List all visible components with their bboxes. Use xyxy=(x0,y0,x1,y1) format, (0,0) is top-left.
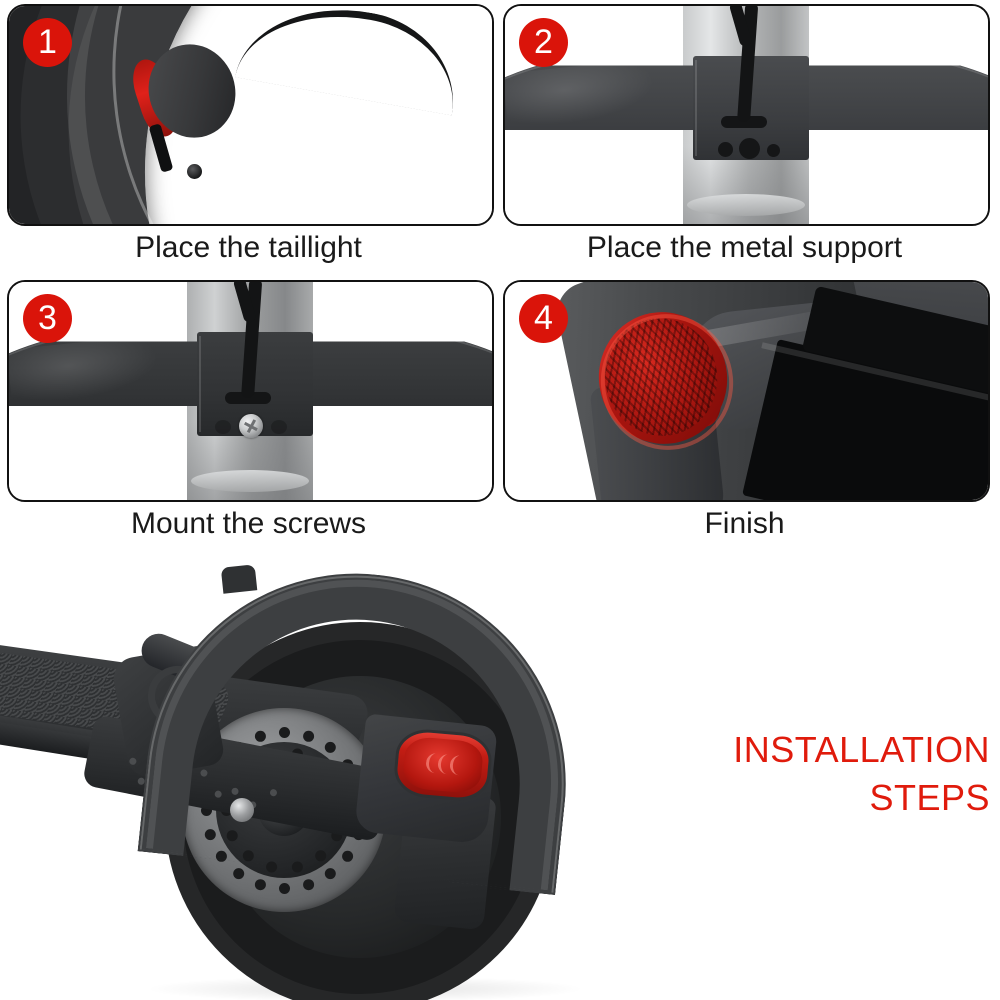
fender-tip xyxy=(220,564,258,594)
headline-line-1: INSTALLATION xyxy=(733,729,990,770)
mount-hole-left xyxy=(718,142,733,157)
step-badge-4: 4 xyxy=(519,294,568,343)
installation-steps-headline: INSTALLATION STEPS xyxy=(570,726,990,822)
band-seam xyxy=(695,60,697,156)
step-cell-2: 2 Place the metal support xyxy=(503,4,990,276)
step-2-photo xyxy=(505,6,988,224)
step-panel-4: 4 xyxy=(503,280,990,502)
fender-screw xyxy=(187,164,202,179)
step-cell-1: 1 Place the taillight xyxy=(7,4,494,276)
stem-ring xyxy=(687,194,805,216)
installation-steps-grid: 1 Place the taillight xyxy=(0,0,1000,556)
mounting-screw xyxy=(239,414,263,438)
step-badge-1: 1 xyxy=(23,18,72,67)
step-panel-2: 2 xyxy=(503,4,990,226)
step-caption-3: Mount the screws xyxy=(130,507,367,540)
taillight-wave-glyph xyxy=(425,752,463,776)
mount-hole-left xyxy=(215,420,231,434)
step-panel-1: 1 xyxy=(7,4,494,226)
step-cell-4: 4 Finish xyxy=(503,280,990,552)
step-panel-3: 3 xyxy=(7,280,494,502)
axle-bolt xyxy=(230,798,254,822)
hero-scooter-photo xyxy=(0,546,700,1000)
step-3-photo xyxy=(9,282,492,500)
step-badge-2: 2 xyxy=(519,18,568,67)
mount-hole-right xyxy=(271,420,287,434)
fender-edge-highlight xyxy=(139,555,585,893)
step-cell-3: 3 Mount the screws xyxy=(7,280,494,552)
step-4-photo xyxy=(505,282,988,500)
step-caption-2: Place the metal support xyxy=(586,231,903,264)
step-caption-1: Place the taillight xyxy=(135,231,362,264)
stem-ring xyxy=(191,470,309,492)
step-caption-4: Finish xyxy=(704,507,785,540)
step-1-photo xyxy=(9,6,492,224)
headline-line-2: STEPS xyxy=(869,777,990,818)
band-seam xyxy=(199,336,201,432)
mount-hole-right xyxy=(767,144,780,157)
mount-hole-center xyxy=(739,138,760,159)
step-badge-3: 3 xyxy=(23,294,72,343)
